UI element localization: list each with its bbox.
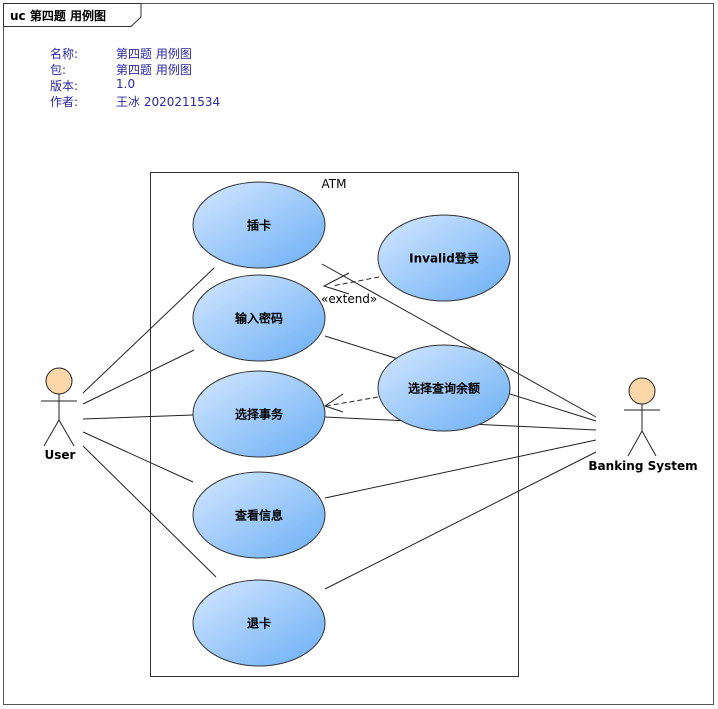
assoc-bank-eject-card [324, 451, 597, 590]
user-associations [82, 267, 217, 578]
usecase-label-insert-card: 插卡 [246, 218, 272, 233]
usecase-select-transaction[interactable] [192, 370, 326, 458]
usecase-label-invalid-login: Invalid登录 [409, 251, 479, 266]
meta-value: 第四题 用例图 [116, 63, 192, 77]
usecase-query-balance[interactable] [377, 344, 511, 432]
meta-key: 包: [50, 63, 67, 77]
actor-bank-left-leg [627, 430, 643, 457]
usecase-insert-card[interactable] [192, 181, 326, 269]
meta-value: 王冰 2020211534 [116, 95, 221, 109]
meta-value: 第四题 用例图 [116, 47, 192, 61]
assoc-bank-view-info [324, 439, 597, 499]
actor-user-right-leg [58, 419, 75, 447]
actor-user-left-leg [43, 419, 60, 447]
actor-user-head [45, 367, 73, 395]
extend-arrowhead [322, 272, 350, 295]
meta-key: 版本: [50, 79, 79, 93]
assoc-user-insert-card [82, 267, 215, 394]
meta-key: 名称: [50, 47, 79, 61]
usecase-invalid-login[interactable] [377, 214, 511, 302]
actor-label-user: User [44, 448, 76, 462]
diagram-title: uc 第四题 用例图 [10, 9, 107, 23]
meta-key: 作者: [50, 95, 79, 109]
actor-bank-right-leg [641, 430, 657, 457]
actor-label-bank: Banking System [588, 459, 698, 473]
extend-arrowhead [323, 393, 344, 413]
extend-label: «extend» [321, 292, 378, 306]
usecase-label-query-balance: 选择查询余额 [407, 381, 481, 396]
usecase-label-enter-password: 输入密码 [234, 311, 284, 326]
use-case-shapes [192, 181, 511, 667]
assoc-bank-insert-card [321, 263, 597, 418]
assoc-user-eject-card [82, 445, 217, 578]
actor-bank-head [628, 377, 656, 405]
assoc-user-view-info [82, 431, 194, 483]
usecase-eject-card[interactable] [192, 579, 326, 667]
extend-query-balance [325, 396, 379, 407]
assoc-user-enter-password [82, 349, 195, 405]
system-name: ATM [321, 177, 347, 191]
usecase-label-eject-card: 退卡 [246, 616, 272, 631]
usecase-view-info[interactable] [192, 471, 326, 559]
meta-value: 1.0 [116, 77, 136, 91]
usecase-enter-password[interactable] [192, 274, 326, 362]
usecase-label-select-transaction: 选择事务 [234, 407, 284, 422]
header-tab-shape [3, 3, 142, 27]
actor-user-figure[interactable] [41, 367, 77, 447]
extend-relations [322, 272, 380, 413]
usecase-label-view-info: 查看信息 [234, 508, 284, 523]
actor-bank-figure[interactable] [624, 377, 660, 457]
assoc-user-select-transaction [82, 414, 194, 420]
